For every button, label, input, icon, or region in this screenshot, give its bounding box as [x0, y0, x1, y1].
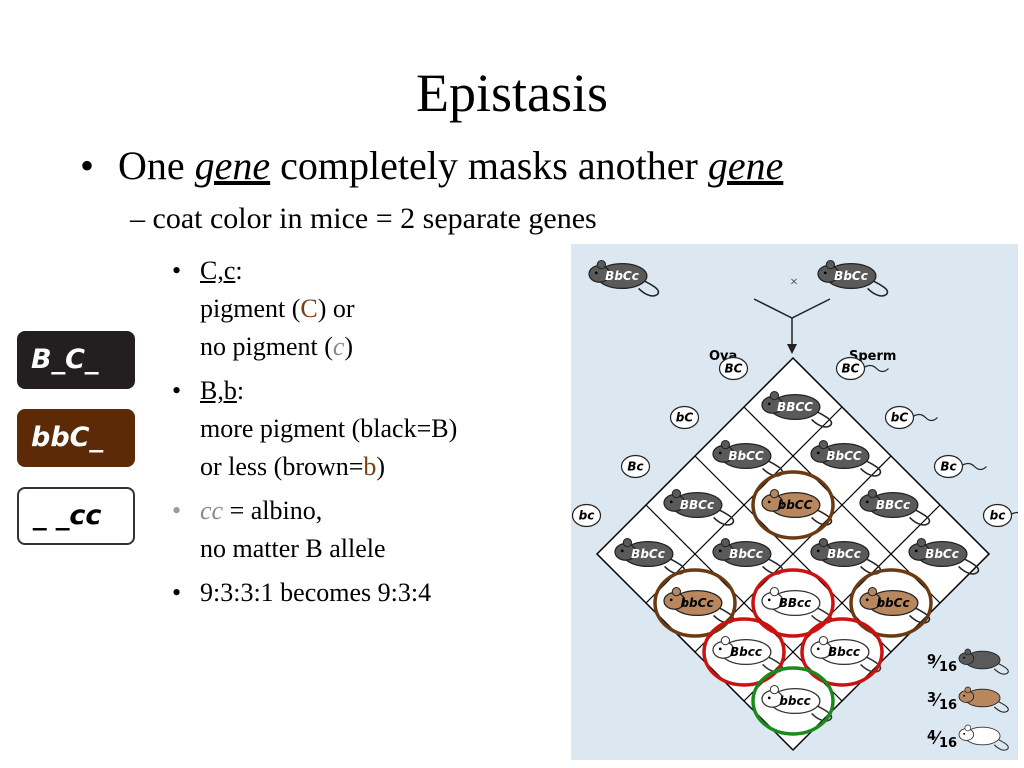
mouse-genotype-label: BbCC — [728, 449, 764, 463]
legend-mouse — [958, 724, 1009, 751]
offspring-mouse: BBCC — [761, 390, 833, 428]
offspring-mouse: bbCC — [761, 488, 833, 526]
slide-title: Epistasis — [415, 63, 608, 123]
svg-text:bC: bC — [676, 411, 694, 425]
red-ring — [702, 617, 786, 687]
mouse-genotype-label: Bbcc — [828, 645, 860, 659]
bullet-albino: • cc = albino, no matter B allele — [172, 496, 386, 563]
parent-mouse-left: BbCc — [588, 259, 660, 297]
genotype-box-brown: bbC_ — [17, 409, 135, 467]
bullet-ratio: • 9:3:3:1 becomes 9:3:4 — [172, 578, 432, 607]
mouse-genotype-label: BbCc — [834, 269, 868, 283]
sperm-label: Sperm — [849, 349, 896, 364]
c-gene-label: C,c — [200, 256, 236, 285]
ova-gamete: bC — [669, 405, 700, 430]
bullet-main-text: One gene completely masks another gene — [118, 143, 784, 188]
offspring-mouse: BbCc — [712, 537, 784, 575]
parent-mouse-right: BbCc — [817, 259, 889, 297]
legend-mouse — [958, 648, 1009, 675]
red-ring — [751, 568, 835, 638]
genotype-box-black: B_C_ — [17, 331, 135, 389]
offspring-mouse: Bbcc — [810, 635, 882, 673]
offspring-mouse: BbCc — [908, 537, 980, 575]
bullet-c-gene: • C,c: pigment (C) or no pigment (c) — [172, 256, 355, 361]
gene-term: gene — [194, 143, 271, 188]
mouse-genotype-label: BbCc — [925, 547, 959, 561]
green-ring — [751, 666, 835, 736]
sperm-gamete: BC — [835, 356, 889, 381]
svg-text:bc: bc — [990, 509, 1006, 523]
legend-mouse — [958, 686, 1009, 713]
offspring-mouse: bbCc — [859, 586, 931, 624]
mouse-genotype-label: BBCc — [876, 498, 910, 512]
arrow-head — [787, 344, 797, 354]
cross-lines — [753, 298, 831, 319]
svg-text:16: 16 — [939, 736, 957, 751]
offspring-mouse: BbCc — [614, 537, 686, 575]
gene-term: gene — [707, 143, 784, 188]
sperm-gamete: bC — [884, 405, 938, 430]
brown-ring — [751, 470, 835, 540]
genotype-box-albino: _ _cc — [17, 487, 135, 545]
svg-text:Bc: Bc — [627, 460, 643, 474]
bullet-dot: • — [80, 143, 95, 188]
sperm-gamete: Bc — [933, 454, 987, 479]
svg-text:BC: BC — [725, 362, 743, 376]
offspring-mouse: BBcc — [761, 586, 833, 624]
svg-text:bc: bc — [579, 509, 595, 523]
cross-symbol: × — [790, 275, 798, 290]
mouse-genotype-label: BbCc — [827, 547, 861, 561]
mouse-genotype-label: BbCc — [631, 547, 665, 561]
offspring-mouse: BBCc — [859, 488, 931, 526]
svg-text:9: 9 — [927, 653, 936, 668]
mouse-genotype-label: Bbcc — [730, 645, 762, 659]
mouse-genotype-label: bbcc — [779, 694, 810, 708]
bullet-b-gene: • B,b: more pigment (black=B) or less (b… — [172, 376, 458, 481]
b-gene-label: B,b — [200, 376, 237, 405]
offspring-mouse: bbcc — [761, 684, 833, 722]
svg-text:16: 16 — [939, 660, 957, 675]
ova-gamete: Bc — [620, 454, 651, 479]
svg-text:BC: BC — [842, 362, 860, 376]
svg-text:16: 16 — [939, 698, 957, 713]
svg-text:bC: bC — [891, 411, 909, 425]
sub-bullet: – coat color in mice = 2 separate genes — [130, 202, 597, 235]
mouse-genotype-label: BbCc — [729, 547, 763, 561]
sperm-gamete: bc — [982, 503, 1018, 528]
brown-ring — [849, 568, 933, 638]
offspring-mouse: BbCC — [712, 439, 784, 477]
svg-text:Bc: Bc — [940, 460, 956, 474]
mouse-genotype-label: BBCC — [777, 400, 813, 414]
offspring-mouse: BbCC — [810, 439, 882, 477]
offspring-mouse: BbCc — [810, 537, 882, 575]
offspring-mouse: BBCc — [663, 488, 735, 526]
mouse-genotype-label: BbCc — [605, 269, 639, 283]
ova-gamete: bc — [571, 503, 602, 528]
detail-bullet-list: • C,c: pigment (C) or no pigment (c) • B… — [172, 252, 457, 618]
mouse-genotype-label: BBcc — [779, 596, 812, 610]
mouse-genotype-label: BbCC — [826, 449, 862, 463]
mouse-genotype-label: BBCc — [680, 498, 714, 512]
ova-gamete: BC — [718, 356, 749, 381]
mouse-genotype-label: bbCC — [778, 498, 813, 512]
svg-text:3: 3 — [927, 691, 936, 706]
mouse-genotype-label: bbCc — [680, 596, 713, 610]
brown-ring — [653, 568, 737, 638]
sub-bullet-text: coat color in mice = 2 separate genes — [152, 202, 597, 235]
red-ring — [800, 617, 884, 687]
mouse-genotype-label: bbCc — [876, 596, 909, 610]
offspring-mouse: bbCc — [663, 586, 735, 624]
svg-text:4: 4 — [927, 729, 936, 744]
